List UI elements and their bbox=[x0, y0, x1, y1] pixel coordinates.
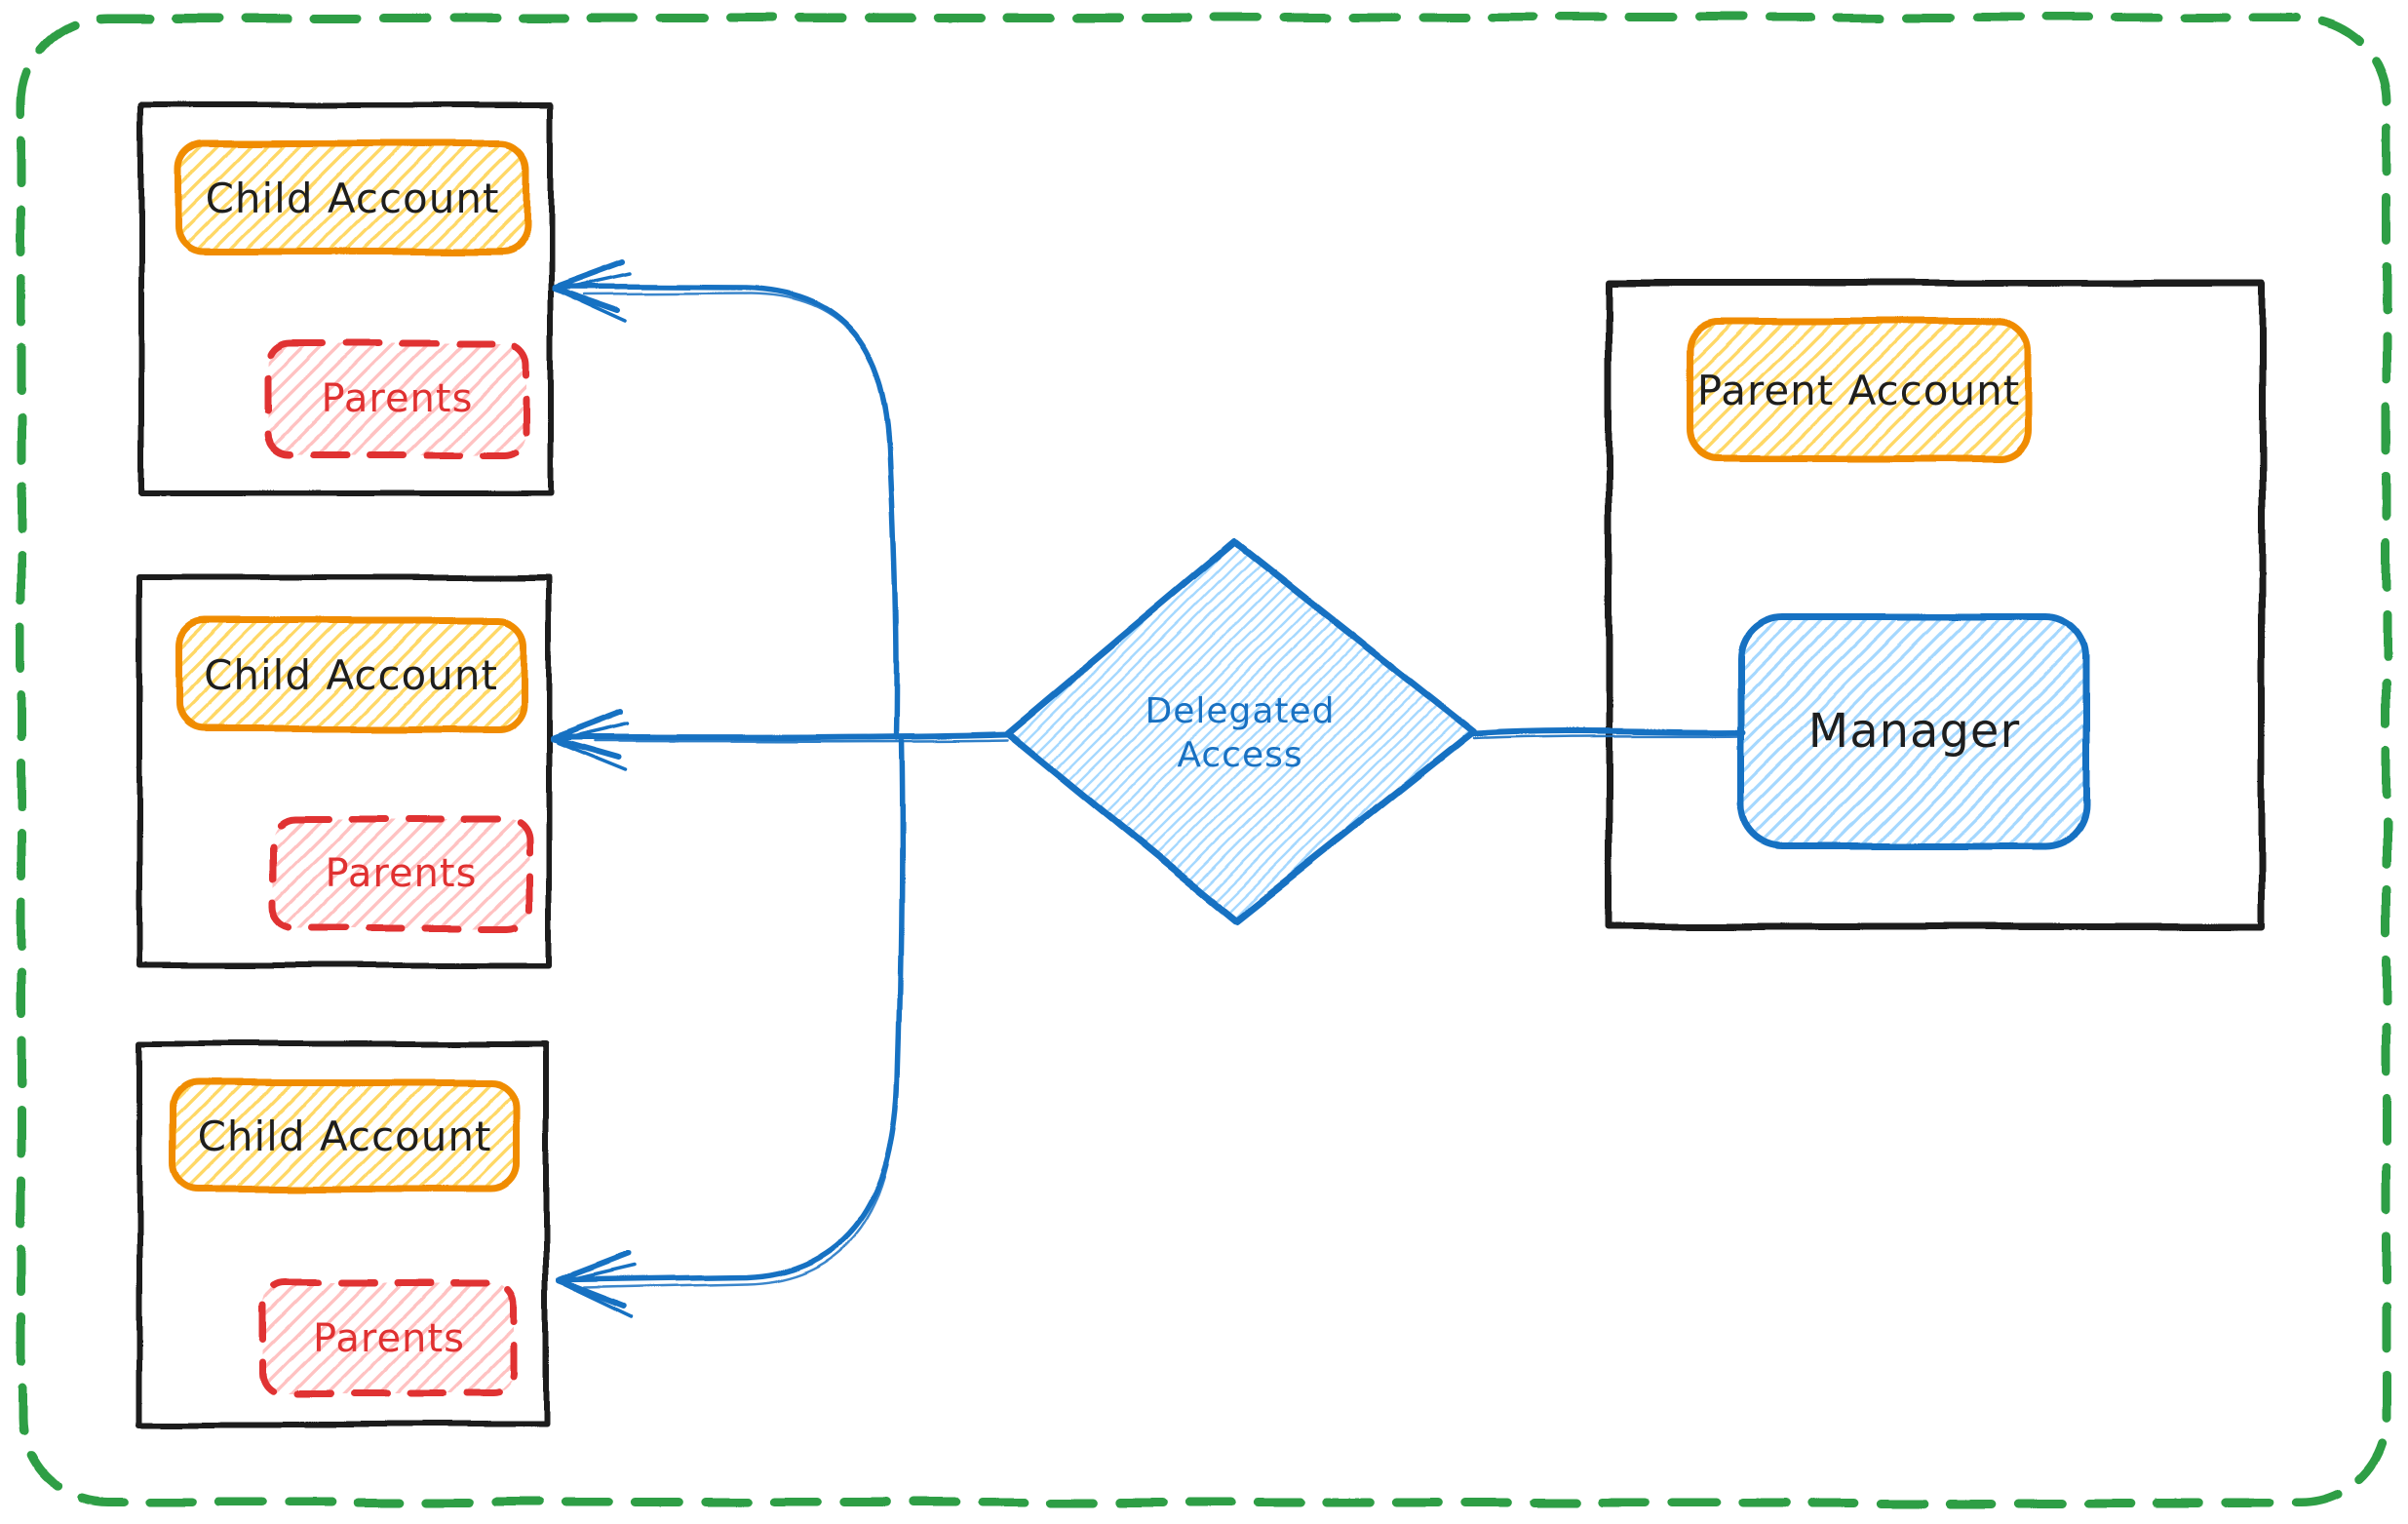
parents-badge-1 bbox=[264, 339, 530, 458]
arrow-to-child-2 bbox=[550, 709, 1011, 772]
child-account-label-2: Child Account bbox=[204, 650, 498, 699]
arrow-to-child-1 bbox=[552, 259, 900, 740]
child-account-label-1: Child Account bbox=[205, 174, 500, 222]
connector-manager-to-diamond bbox=[1471, 726, 1747, 740]
parent-account-label: Parent Account bbox=[1696, 366, 2021, 414]
parents-label-3: Parents bbox=[313, 1315, 465, 1361]
child-account-label-pill-3 bbox=[169, 1078, 521, 1193]
parents-badge-2 bbox=[269, 815, 533, 932]
parents-label-1: Parents bbox=[321, 376, 474, 421]
delegated-access-line2: Access bbox=[1177, 735, 1303, 775]
child-account-label-pill-1 bbox=[175, 140, 530, 255]
parent-account-label-pill bbox=[1686, 318, 2032, 462]
canvas-dashed-border bbox=[17, 13, 2391, 1507]
arrow-to-child-3 bbox=[557, 734, 905, 1319]
child-account-label-3: Child Account bbox=[197, 1112, 492, 1160]
manager-label: Manager bbox=[1807, 704, 2021, 759]
child-account-label-pill-2 bbox=[175, 617, 527, 732]
parents-badge-3 bbox=[259, 1278, 519, 1398]
parents-label-2: Parents bbox=[325, 851, 478, 896]
delegated-access-line1: Delegated bbox=[1145, 691, 1336, 731]
delegated-access-diamond bbox=[1004, 538, 1478, 924]
delegated-access-label: Delegated Access bbox=[1045, 665, 1435, 801]
